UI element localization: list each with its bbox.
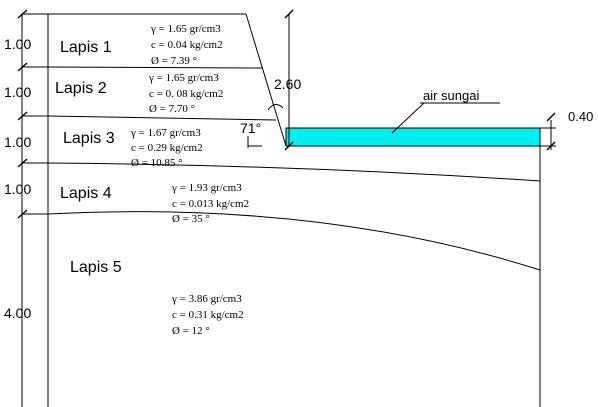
layer-2-name: Lapis 2 bbox=[55, 80, 107, 97]
water-label-leader bbox=[391, 102, 425, 134]
layer-1-c: c = 0.04 kg/cm2 bbox=[151, 39, 223, 51]
slope-angle-label: 71° bbox=[240, 120, 261, 136]
water-label: air sungai bbox=[423, 88, 479, 103]
left-extension-lines bbox=[22, 13, 246, 215]
layer-3-phi: Ø = 10.85 ° bbox=[131, 157, 183, 169]
layer-5-c: c = 0.31 kg/cm2 bbox=[172, 309, 244, 321]
layer-4-phi: Ø = 35 ° bbox=[172, 213, 210, 225]
water-dim-tick-top bbox=[546, 112, 556, 122]
slope-face bbox=[245, 13, 287, 147]
depth-dim-label: 2.60 bbox=[274, 76, 301, 92]
depth-dim-tick-top bbox=[284, 9, 294, 19]
layer-3-name: Lapis 3 bbox=[63, 130, 115, 147]
layer-1-gamma: γ = 1.65 gr/cm3 bbox=[150, 23, 221, 35]
layer-4-c: c = 0.013 kg/cm2 bbox=[172, 198, 249, 210]
layer-4-name: Lapis 4 bbox=[60, 185, 112, 202]
layer-5-name: Lapis 5 bbox=[70, 259, 122, 276]
layer-boundary-4-5 bbox=[47, 211, 541, 271]
left-dim-5: 4.00 bbox=[4, 305, 31, 321]
layer-boundary-1-2 bbox=[47, 66, 263, 69]
left-dim-2: 1.00 bbox=[4, 84, 31, 100]
layer-3-c: c = 0.29 kg/cm2 bbox=[131, 142, 203, 154]
water-dim-tick-bottom bbox=[546, 141, 556, 151]
layer-2-gamma: γ = 1.65 gr/cm3 bbox=[148, 72, 219, 84]
layer-5-gamma: γ = 3.86 gr/cm3 bbox=[171, 293, 242, 305]
layer-boundary-3-4 bbox=[47, 162, 541, 182]
layer-1-name: Lapis 1 bbox=[60, 39, 112, 56]
layer-5-phi: Ø = 12 ° bbox=[172, 325, 210, 337]
layer-2-c: c = 0. 08 kg/cm2 bbox=[149, 88, 223, 100]
layer-3-gamma: γ = 1.67 gr/cm3 bbox=[130, 127, 201, 139]
slope-angle-arc bbox=[267, 104, 284, 111]
layer-2-phi: Ø = 7.70 ° bbox=[149, 103, 195, 115]
left-dim-1: 1.00 bbox=[4, 36, 31, 52]
water-dim-label: 0.40 bbox=[568, 109, 593, 124]
layer-4-gamma: γ = 1.93 gr/cm3 bbox=[171, 182, 242, 194]
layer-boundary-2-3 bbox=[47, 115, 277, 121]
left-dim-3: 1.00 bbox=[4, 134, 31, 150]
river-water bbox=[285, 127, 541, 147]
depth-dim-tick-bottom bbox=[284, 141, 294, 151]
left-dim-4: 1.00 bbox=[4, 181, 31, 197]
layer-1-phi: Ø = 7.39 ° bbox=[151, 55, 197, 67]
